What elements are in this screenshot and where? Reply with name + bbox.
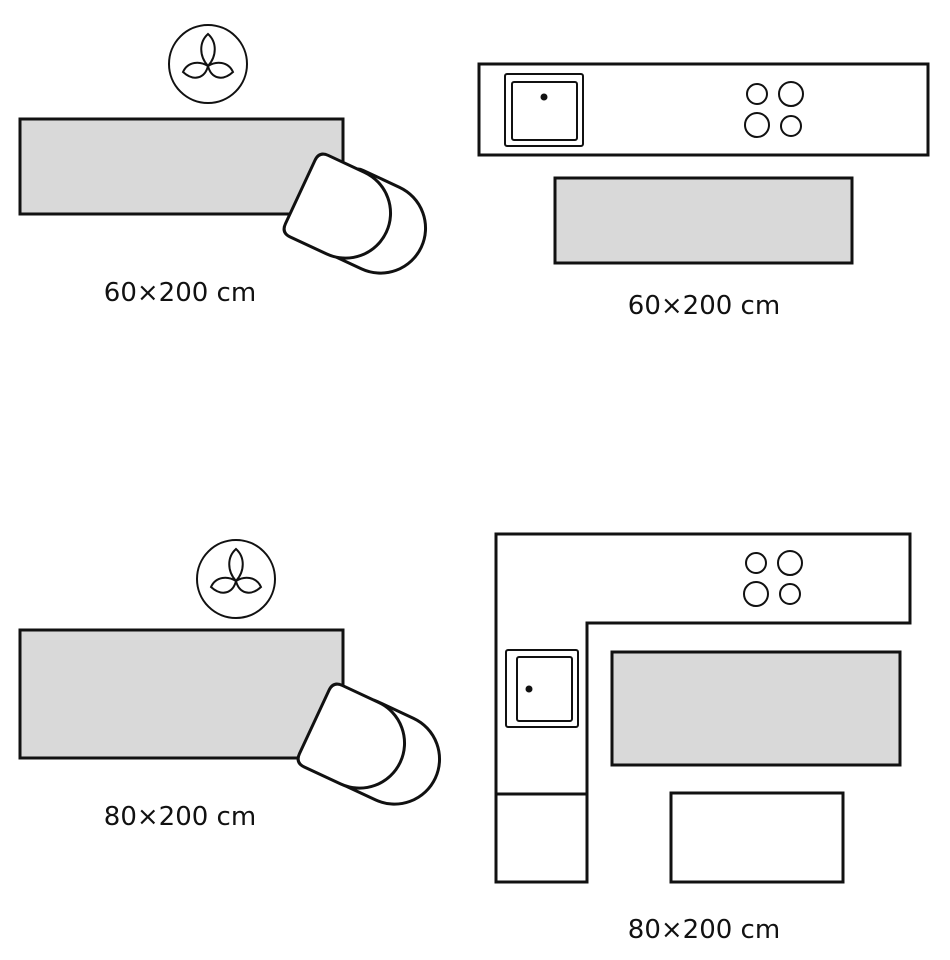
sink-icon [504, 73, 584, 147]
rug [553, 176, 854, 265]
plant-icon [168, 24, 248, 104]
kitchen-counter [494, 532, 912, 884]
dining-layout-small: 60×200 cm [18, 24, 442, 308]
sink-icon [505, 649, 579, 728]
rug [18, 117, 345, 216]
kitchen-layout-straight: 60×200 cm [477, 62, 930, 321]
size-label: 60×200 cm [628, 291, 780, 321]
size-label: 80×200 cm [628, 915, 780, 945]
stove-burners-icon [743, 550, 803, 607]
rug [610, 650, 902, 767]
rug [18, 628, 345, 760]
dining-layout-large: 80×200 cm [18, 539, 456, 832]
stove-burners-icon [744, 81, 804, 138]
size-label: 80×200 cm [104, 802, 256, 832]
kitchen-layout-l-shaped: 80×200 cm [494, 532, 912, 945]
size-label: 60×200 cm [104, 278, 256, 308]
plant-icon [196, 539, 276, 619]
kitchen-island [669, 791, 845, 884]
